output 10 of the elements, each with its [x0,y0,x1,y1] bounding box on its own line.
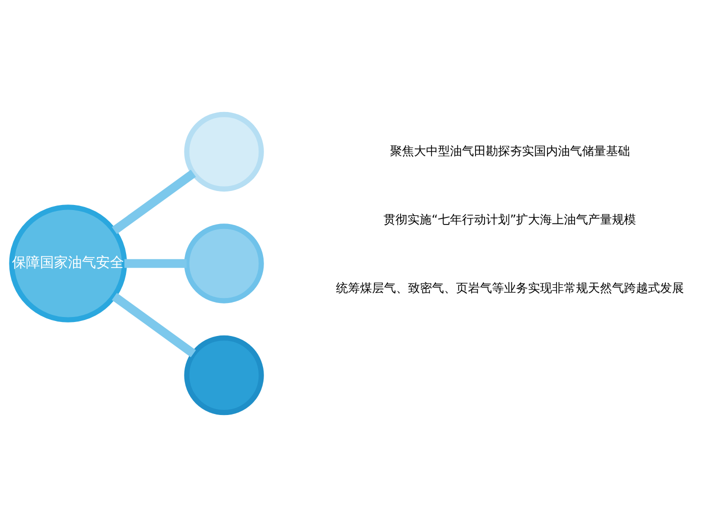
node-circle [184,334,264,415]
connector [112,169,196,234]
node-circle [184,223,264,303]
label: 聚焦大中型油气田勘探夯实国内油气储量基础 [390,143,630,158]
label: 贯彻实施“七年行动计划”扩大海上油气产量规模 [384,212,636,226]
node-circle [184,111,264,192]
node-circle: 保障国家油气安全 [9,204,127,322]
connector [124,258,187,268]
connector [112,292,196,357]
label: 统筹煤层气、致密气、页岩气等业务实现非常规天然气跨越式发展 [336,280,684,294]
